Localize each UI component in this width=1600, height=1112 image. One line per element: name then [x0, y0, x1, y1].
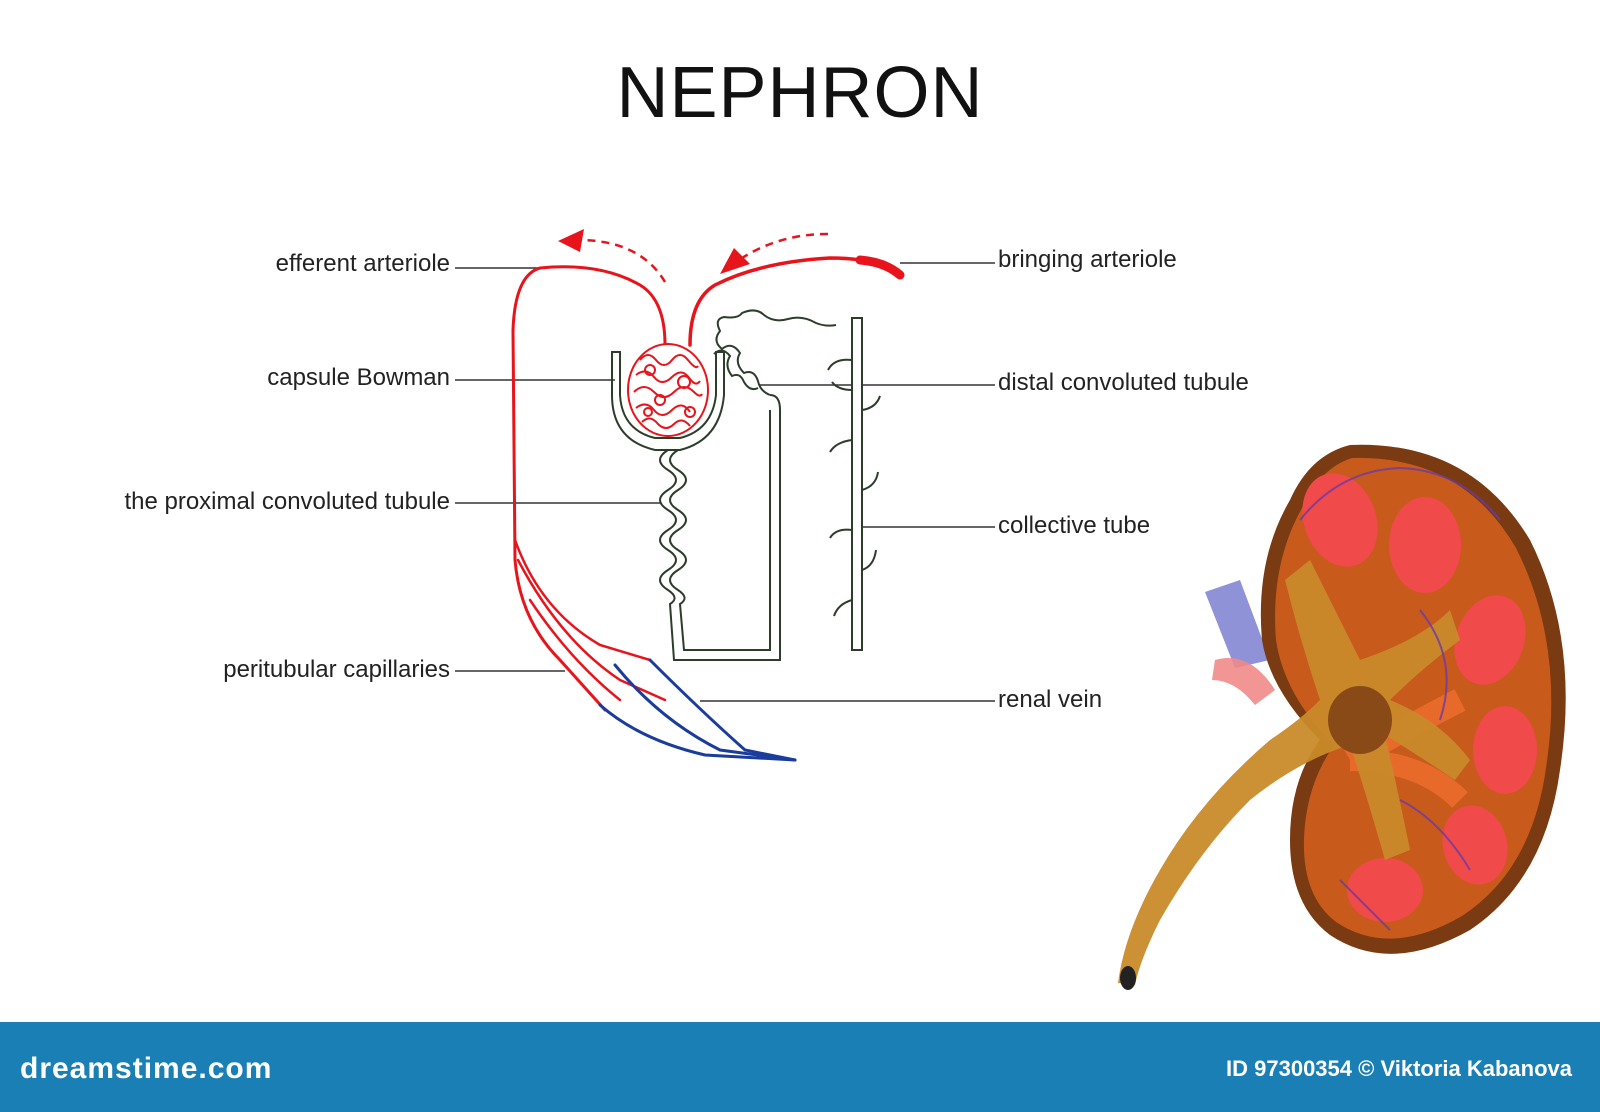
- efferent-flow-arrow: [558, 229, 667, 283]
- efferent-arteriole: [511, 265, 667, 712]
- label-peritubular-capillaries: peritubular capillaries: [223, 656, 450, 683]
- label-collective-tube: collective tube: [998, 512, 1151, 539]
- image-credit: ID 97300354 © Viktoria Kabanova: [1226, 1056, 1572, 1081]
- nephron-diagram: [455, 229, 1566, 990]
- footer-bar: dreamstime.com ID 97300354 © Viktoria Ka…: [0, 1022, 1600, 1112]
- label-bringing-arteriole: bringing arteriole: [998, 246, 1177, 273]
- label-efferent-arteriole: efferent arteriole: [275, 250, 450, 277]
- label-capsule-bowman: capsule Bowman: [267, 364, 450, 391]
- label-proximal-tubule: the proximal convoluted tubule: [124, 488, 450, 515]
- renal-vein: [598, 658, 797, 762]
- leader-lines: [455, 262, 995, 702]
- collecting-tube: [827, 317, 881, 651]
- bringing-arteriole: [688, 255, 905, 347]
- brand-logo[interactable]: dreamstime.com: [20, 1052, 273, 1085]
- bringing-flow-arrow: [720, 232, 829, 274]
- tubule: [659, 309, 837, 661]
- kidney-illustration: [1118, 444, 1566, 990]
- page-title: NEPHRON: [616, 53, 984, 133]
- label-distal-tubule: distal convoluted tubule: [998, 369, 1249, 396]
- glomerulus: [627, 343, 709, 437]
- label-renal-vein: renal vein: [998, 686, 1103, 713]
